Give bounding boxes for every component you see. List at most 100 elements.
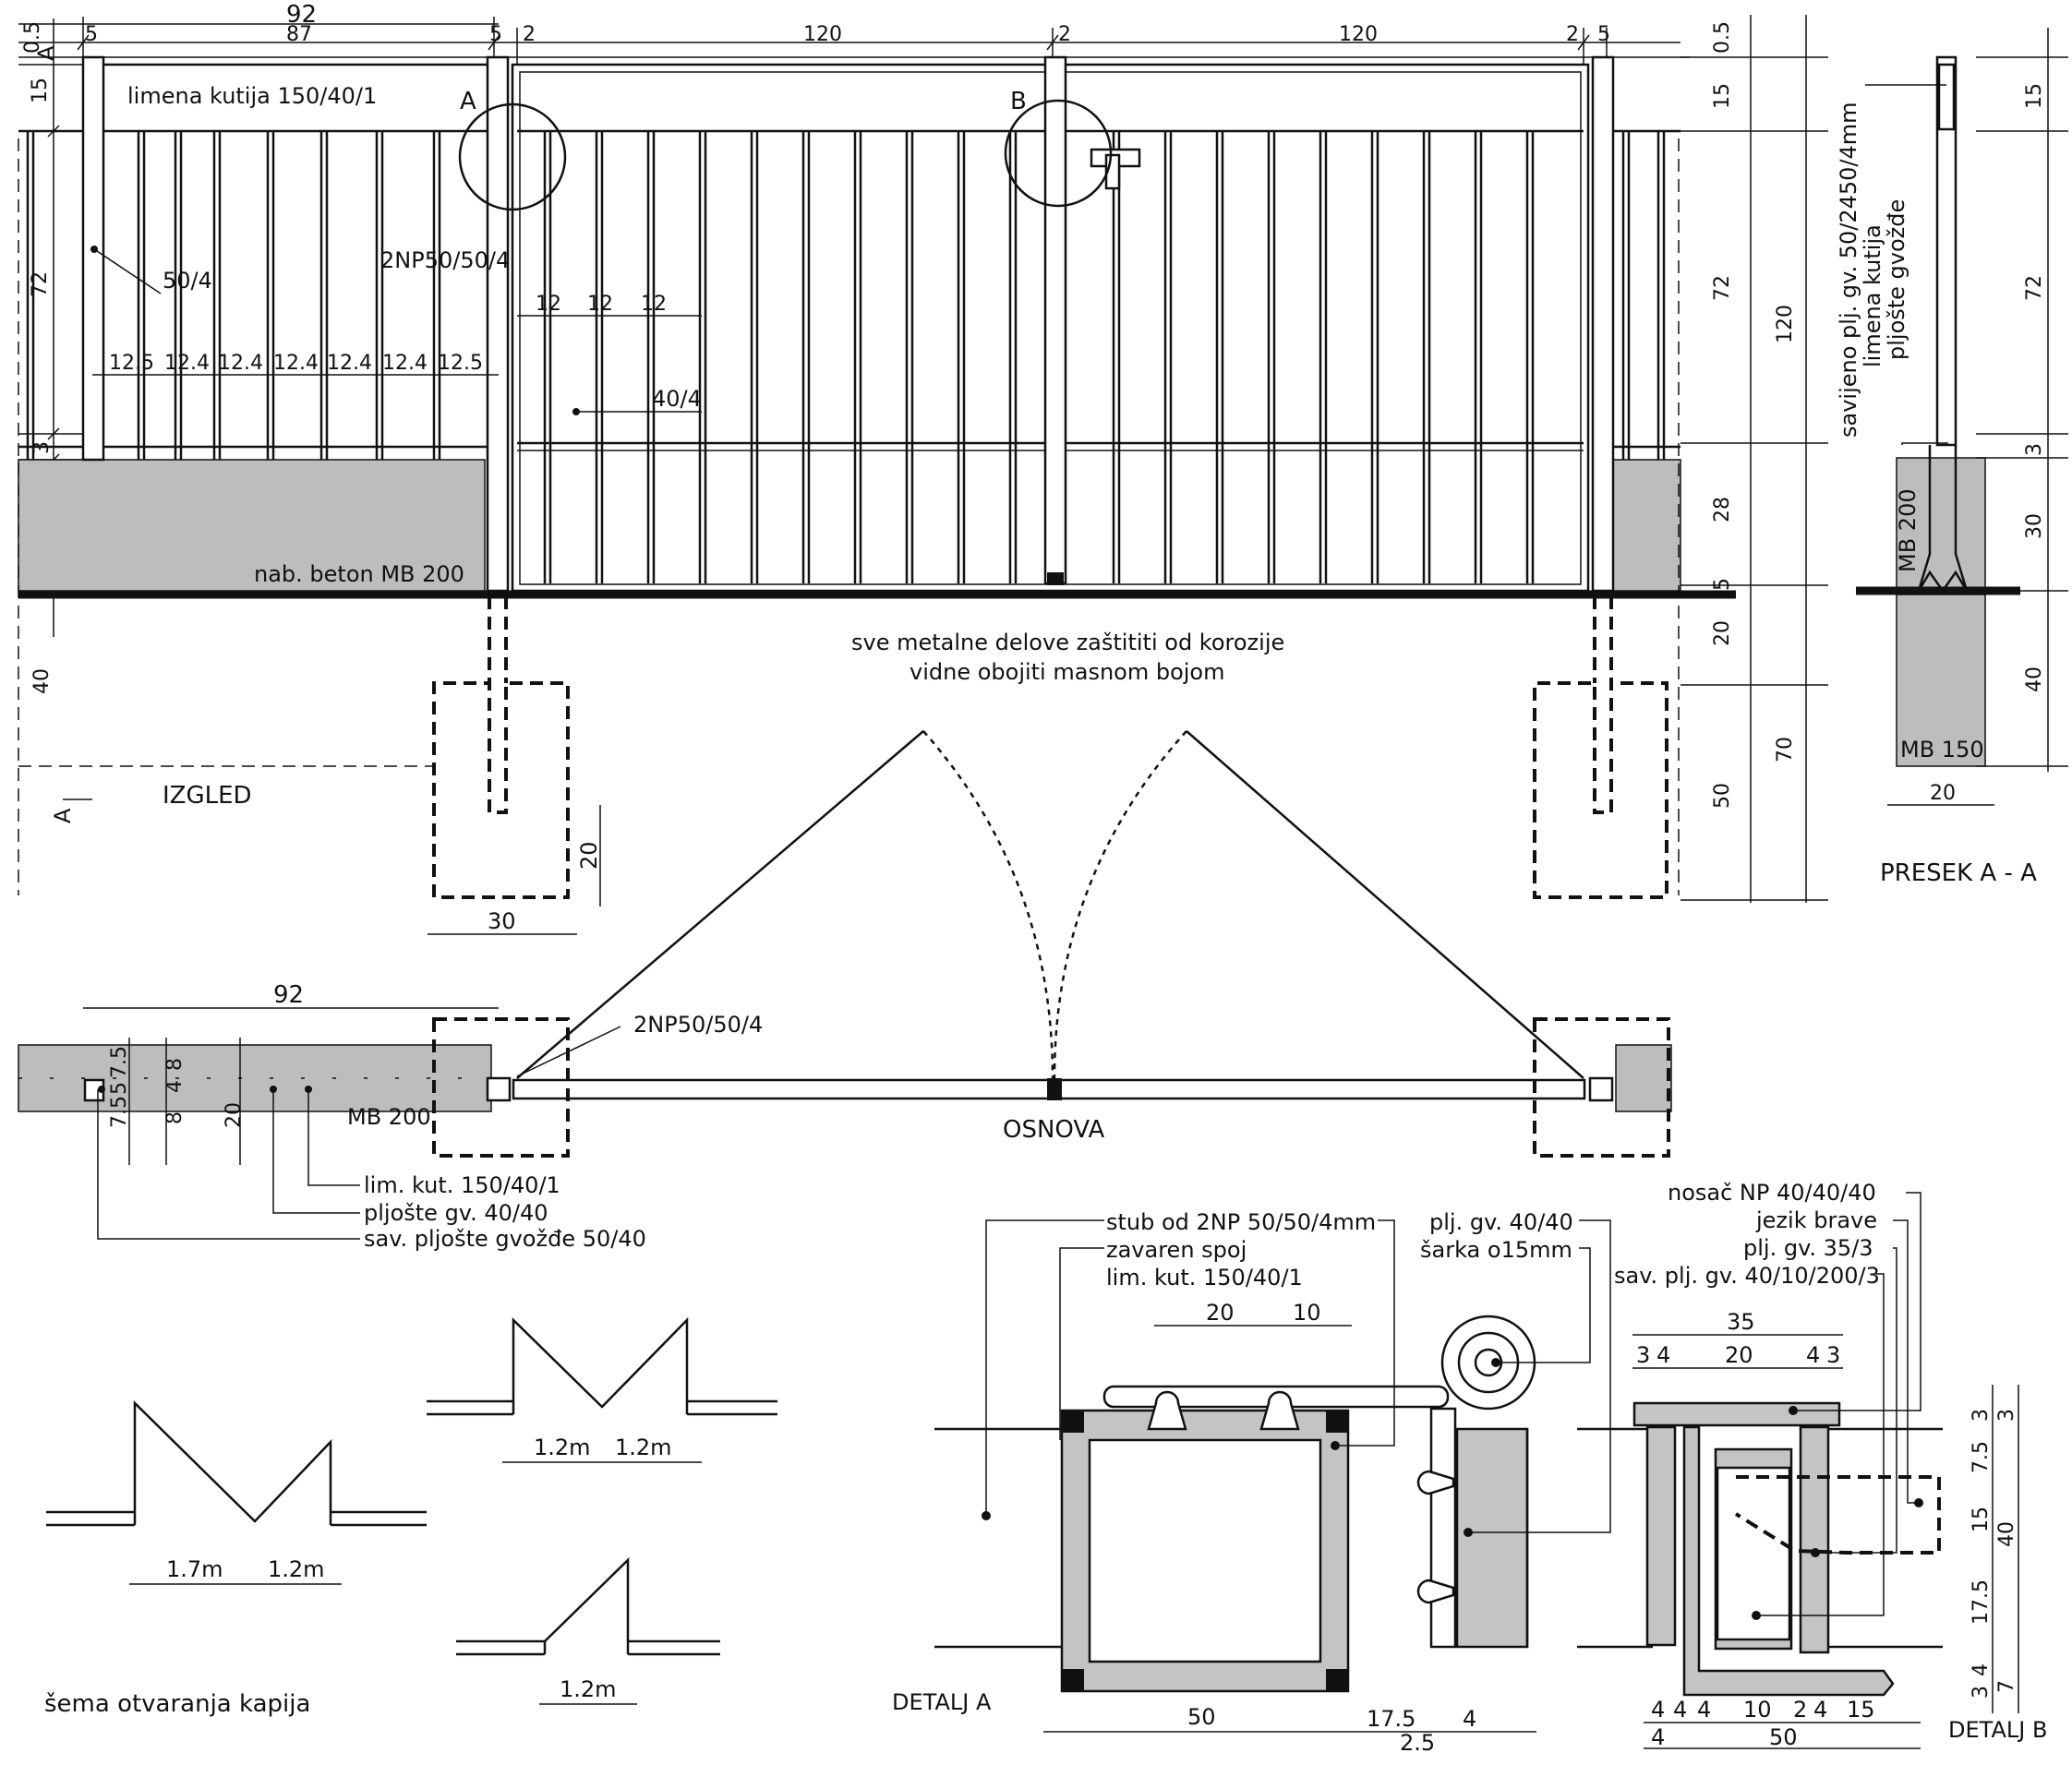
dim-2-b: 2 — [1058, 23, 1071, 46]
detail-b-dim-20: 20 — [1725, 1342, 1753, 1368]
detail-b-leader-2 — [1893, 1219, 1919, 1504]
osnova-dim-7-5-a: 7.5 — [108, 1046, 131, 1078]
detail-b-dim-35: 35 — [1727, 1309, 1755, 1335]
detail-a-leader-dot-1 — [982, 1511, 991, 1520]
sheet-box-left — [100, 63, 491, 133]
leader-label-2: pljošte gv. 40/40 — [364, 1200, 548, 1226]
osnova-dim-8-b: 8 — [163, 1111, 187, 1124]
gate-bar-label: 40/4 — [652, 386, 702, 412]
presek-dim-3: 3 — [2023, 443, 2046, 456]
leader-label-1: lim. kut. 150/40/1 — [364, 1172, 560, 1198]
osnova-dim-4: 4 — [163, 1080, 187, 1093]
detail-a-dim-17-5: 17.5 — [1367, 1706, 1415, 1732]
scheme-3-dim: 1.2m — [560, 1676, 617, 1702]
gate-flat-bar — [1429, 1407, 1457, 1649]
detail-a-dim-50: 50 — [1187, 1704, 1216, 1730]
gate-spacing-0: 12 — [536, 293, 561, 316]
osnova-post-label: 2NP50/50/4 — [633, 1012, 763, 1038]
presek-label-2: limena kutija — [1860, 224, 1885, 367]
osnova-title: OSNOVA — [1003, 1116, 1105, 1144]
detail-a-dim-20: 20 — [1206, 1300, 1235, 1326]
footing-height-label: 20 — [576, 841, 602, 870]
osnova-post-leader — [516, 1026, 621, 1077]
detail-b-dim-4-b: 4 — [1806, 1342, 1820, 1368]
swing-arc-right — [1053, 730, 1187, 1079]
dim-right-72: 72 — [1711, 275, 1734, 301]
osnova-dim-20: 20 — [223, 1102, 246, 1128]
dim-15-left: 15 — [29, 78, 52, 103]
gate-post-left — [486, 55, 510, 593]
dim-right-15: 15 — [1711, 83, 1734, 109]
leaf-left-open — [516, 730, 924, 1079]
weld-2 — [1326, 1411, 1348, 1433]
detail-circle-b — [1004, 99, 1113, 208]
detalj-b: nosač NP 40/40/40 jezik brave plj. gv. 3… — [1577, 1180, 2047, 1750]
presek-mb200: MB 200 — [1895, 488, 1921, 572]
scheme-1-dim-a: 1.7m — [166, 1556, 223, 1582]
detail-b-leader-1 — [1793, 1192, 1921, 1411]
section-mark-a-top: A — [33, 45, 59, 61]
dim-120-a: 120 — [803, 23, 842, 46]
detail-b-dim-3-b: 3 — [1826, 1342, 1840, 1368]
detail-b-bdim-2: 2 — [1793, 1697, 1807, 1723]
presek-post — [1935, 55, 1958, 447]
bar-leader — [93, 248, 162, 294]
dim-right-50: 50 — [1711, 783, 1734, 809]
right-dimension-lines — [1680, 15, 1828, 903]
presek-dim-40: 40 — [2023, 666, 2046, 692]
bar-label: 50/4 — [163, 268, 212, 294]
dim-2-c: 2 — [1566, 23, 1579, 46]
leaf-right-open — [1186, 730, 1584, 1079]
scheme-2-dim-a: 1.2m — [534, 1435, 591, 1460]
detail-circle-a — [458, 102, 567, 211]
fence-spacing-2: 12.4 — [218, 352, 263, 375]
detail-a-leader-3 — [1335, 1219, 1395, 1447]
fence-bars-right — [1621, 131, 1666, 460]
detail-b-bdim-4-d: 4 — [1813, 1697, 1827, 1723]
osnova-center-stop — [1047, 1078, 1062, 1100]
dim-5-a: 5 — [85, 23, 98, 46]
detail-a-leader-dot-5 — [1491, 1358, 1500, 1367]
detail-a-dim-2-5: 2.5 — [1400, 1730, 1435, 1756]
osnova-dim-92: 92 — [273, 981, 304, 1009]
note-line-2: vidne obojiti masnom bojom — [910, 659, 1225, 685]
presek-dim-lines — [1887, 28, 2068, 806]
sheet-box-label: limena kutija 150/40/1 — [127, 83, 377, 109]
detail-a-label-3: lim. kut. 150/40/1 — [1106, 1265, 1303, 1291]
detail-b-rdim-40: 40 — [1995, 1521, 2018, 1547]
scheme-2 — [427, 1316, 777, 1416]
section-mark-a-bottom: A — [50, 808, 76, 823]
top-dimension-lines — [18, 17, 1690, 65]
osnova-post-left — [486, 1076, 512, 1102]
presek-mb150: MB 150 — [1900, 737, 1984, 762]
scheme-1-dim-b: 1.2m — [268, 1556, 325, 1582]
scheme-2-dim-b: 1.2m — [615, 1435, 672, 1460]
fence-spacing-4: 12.4 — [327, 352, 372, 375]
detail-b-rdim-4: 4 — [1970, 1663, 1993, 1676]
detail-a-leader-4 — [1468, 1219, 1611, 1533]
detail-a-label-5: šarka o15mm — [1420, 1237, 1572, 1263]
presek-title: PRESEK A - A — [1880, 859, 2037, 887]
dim-right-0-5: 0.5 — [1711, 21, 1734, 54]
fence-post-left — [81, 55, 105, 462]
osnova-dim-7-5-b: 7.5 — [108, 1096, 131, 1128]
detail-a-dim-4: 4 — [1463, 1706, 1476, 1732]
detail-a-leader-dot-3 — [1331, 1441, 1340, 1450]
gate-bar-leader-dot — [572, 408, 580, 415]
fence-spacing-3: 12.4 — [273, 352, 319, 375]
note-line-1: sve metalne delove zaštititi od korozije — [851, 630, 1284, 655]
dim-2-a: 2 — [523, 23, 536, 46]
osnova-dim-8-a: 8 — [163, 1058, 187, 1071]
detail-b-rdim-15: 15 — [1970, 1507, 1993, 1532]
fence-spacing-6: 12.5 — [438, 352, 483, 375]
detail-b-rdim-3-b: 3 — [1970, 1686, 1993, 1699]
detail-a-label-1: stub od 2NP 50/50/4mm — [1106, 1209, 1376, 1235]
detail-a-title: DETALJ A — [892, 1689, 992, 1715]
dim-92-top: 92 — [286, 1, 317, 29]
detail-b-left-angle — [1682, 1425, 1895, 1697]
leader-dot-1 — [98, 1086, 105, 1093]
detail-b-label-1: nosač NP 40/40/40 — [1668, 1180, 1876, 1206]
gate-spacing-2: 12 — [641, 293, 667, 316]
